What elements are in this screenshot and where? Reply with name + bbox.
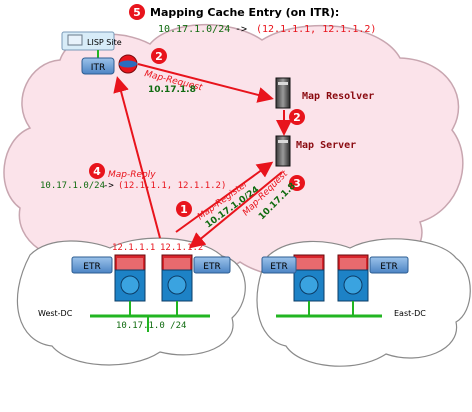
east-dc-name: East-DC (394, 309, 426, 318)
title-rlocs: (12.1.1.1, 12.1.1.2) (256, 24, 376, 35)
map-server: Map Server (275, 135, 356, 167)
etr-label: ETR (380, 262, 397, 272)
map-request-arrow-ms (188, 171, 283, 249)
step-4-number: 4 (93, 165, 101, 178)
map-request-arrow-top (137, 63, 274, 103)
west-etr-right[interactable]: ETR (193, 256, 231, 274)
map-reply-rlocs: (12.1.1.1, 12.1.1.2) (118, 181, 226, 191)
etr-label: ETR (203, 262, 220, 272)
etr-label: ETR (270, 262, 287, 272)
map-reply-arrow-text: -> (103, 181, 114, 191)
west-switch-1 (114, 254, 146, 302)
map-reply-arrow (113, 76, 161, 239)
west-subnet: 10.17.1.0 /24 (116, 321, 186, 331)
map-reply-label: Map-Reply (108, 170, 156, 180)
map-request-top-addr: 10.17.1.8 (148, 85, 196, 95)
east-switch-2 (337, 254, 369, 302)
step-2-number: 2 (155, 50, 163, 63)
map-server-label: Map Server (296, 140, 356, 151)
step-2b-badge (289, 109, 305, 125)
west-rloc-1: 12.1.1.1 (112, 243, 155, 253)
lisp-site-label: LISP Site (87, 38, 122, 47)
map-register-arrow (175, 161, 274, 233)
west-etr-left[interactable]: ETR (71, 256, 113, 274)
switch-icon (343, 275, 363, 295)
step-5-badge (129, 4, 145, 20)
server-icon (275, 77, 291, 109)
step-2-badge (151, 48, 167, 64)
lisp-site: LISP Site (61, 31, 122, 58)
map-resolver-server: Map Resolver (275, 77, 374, 109)
title-arrow: -> (235, 24, 247, 35)
step-5-number: 5 (133, 6, 141, 19)
west-dc-name: West-DC (38, 309, 73, 318)
west-switch-2 (161, 254, 193, 302)
title-label: Mapping Cache Entry (on ITR): (150, 6, 339, 19)
east-etr-right[interactable]: ETR (369, 256, 409, 274)
map-resolver-label: Map Resolver (302, 91, 374, 102)
etr-label: ETR (83, 262, 100, 272)
west-rloc-2: 12.1.1.2 (160, 243, 203, 253)
east-etr-left[interactable]: ETR (261, 256, 297, 274)
step-4-badge (89, 163, 105, 179)
step-2b-number: 2 (293, 111, 301, 124)
step-3-badge (289, 175, 305, 191)
east-switch-1 (293, 254, 325, 302)
switch-icon (167, 275, 187, 295)
step-3-number: 3 (293, 177, 301, 190)
computer-icon (67, 34, 83, 46)
title-prefix: 10.17.1.0/24 (158, 24, 230, 35)
itr-label: ITR (91, 63, 105, 73)
switch-icon (299, 275, 319, 295)
map-reply-prefix: 10.17.1.0/24 (40, 181, 105, 191)
server-icon (275, 135, 291, 167)
switch-icon (120, 275, 140, 295)
step-1-number: 1 (180, 203, 188, 216)
itr-router[interactable]: ITR (81, 54, 138, 75)
step-1-badge (176, 201, 192, 217)
